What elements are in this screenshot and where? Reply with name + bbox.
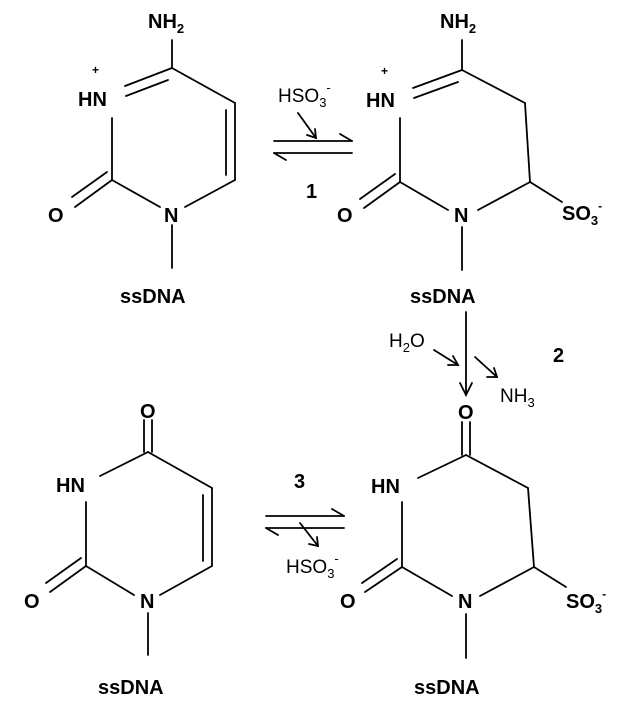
uracil-sulfonate-bonds bbox=[361, 421, 567, 659]
reaction-step-1: HSO3- 1 bbox=[273, 80, 353, 203]
n1-label: N bbox=[140, 591, 154, 613]
ring-nh-label: HN bbox=[366, 90, 395, 112]
n1-label: N bbox=[454, 205, 468, 227]
uracil-bonds bbox=[45, 419, 213, 656]
carbonyl-oxygen-label: O bbox=[24, 591, 40, 613]
sulfonate-adduct-bonds bbox=[359, 39, 563, 271]
ssdna-label: ssDNA bbox=[414, 677, 480, 699]
sulfonate-label: SO3- bbox=[562, 199, 602, 228]
carbonyl-oxygen-label: O bbox=[337, 205, 353, 227]
reagent-in-arrow bbox=[297, 112, 317, 139]
molecule-sulfonate-adduct: NH2 + HN O N SO3- ssDNA bbox=[337, 11, 602, 308]
water-in-arrow bbox=[433, 349, 459, 366]
step-number-2: 2 bbox=[553, 345, 564, 367]
carbonyl-oxygen-label: O bbox=[340, 591, 356, 613]
bisulfite-reagent-label: HSO3- bbox=[278, 80, 331, 110]
water-reagent-label: H2O bbox=[389, 331, 425, 355]
water-in-arrowhead bbox=[447, 355, 460, 366]
ring-nh-label: HN bbox=[371, 476, 400, 498]
bisulfite-out-arrowhead bbox=[308, 536, 320, 548]
ssdna-label: ssDNA bbox=[410, 286, 476, 308]
ring-nh-label: HN bbox=[78, 89, 107, 111]
ssdna-label: ssDNA bbox=[98, 677, 164, 699]
n1-label: N bbox=[164, 205, 178, 227]
bisulfite-product-label: HSO3- bbox=[286, 551, 339, 581]
carbonyl-top-oxygen-label: O bbox=[458, 402, 474, 424]
sulfonate-label: SO3- bbox=[566, 587, 606, 616]
forward-arrowhead bbox=[339, 133, 353, 142]
forward-arrowhead bbox=[331, 508, 345, 517]
reverse-arrowhead bbox=[273, 152, 287, 161]
ssdna-label: ssDNA bbox=[120, 286, 186, 308]
step-number-3: 3 bbox=[294, 471, 305, 493]
molecule-uracil-sulfonate: O HN O N SO3- ssDNA bbox=[340, 402, 606, 699]
bisulfite-out-arrow bbox=[299, 522, 319, 547]
ammonia-out-arrowhead bbox=[486, 367, 499, 378]
step-number-1: 1 bbox=[306, 181, 317, 203]
cytosine-cation-bonds bbox=[71, 39, 236, 269]
positive-charge: + bbox=[92, 63, 99, 77]
reagent-in-arrowhead bbox=[306, 128, 318, 140]
molecule-cytosine-cation: NH2 + HN O N ssDNA bbox=[48, 11, 236, 308]
positive-charge: + bbox=[381, 64, 388, 78]
reaction-step-3: HSO3- 3 bbox=[265, 471, 345, 581]
n1-label: N bbox=[458, 591, 472, 613]
carbonyl-top-oxygen-label: O bbox=[140, 401, 156, 423]
ring-nh-label: HN bbox=[56, 475, 85, 497]
carbonyl-oxygen-label: O bbox=[48, 205, 64, 227]
amino-group-label: NH2 bbox=[440, 11, 476, 36]
ammonia-out-arrow bbox=[474, 356, 498, 378]
deamination-arrowhead bbox=[459, 382, 473, 398]
amino-group-label: NH2 bbox=[148, 11, 184, 36]
reverse-arrowhead bbox=[265, 527, 279, 536]
reaction-step-2: H2O NH3 2 bbox=[389, 311, 564, 410]
ammonia-product-label: NH3 bbox=[500, 386, 535, 410]
molecule-uracil: O HN O N ssDNA bbox=[24, 401, 213, 699]
